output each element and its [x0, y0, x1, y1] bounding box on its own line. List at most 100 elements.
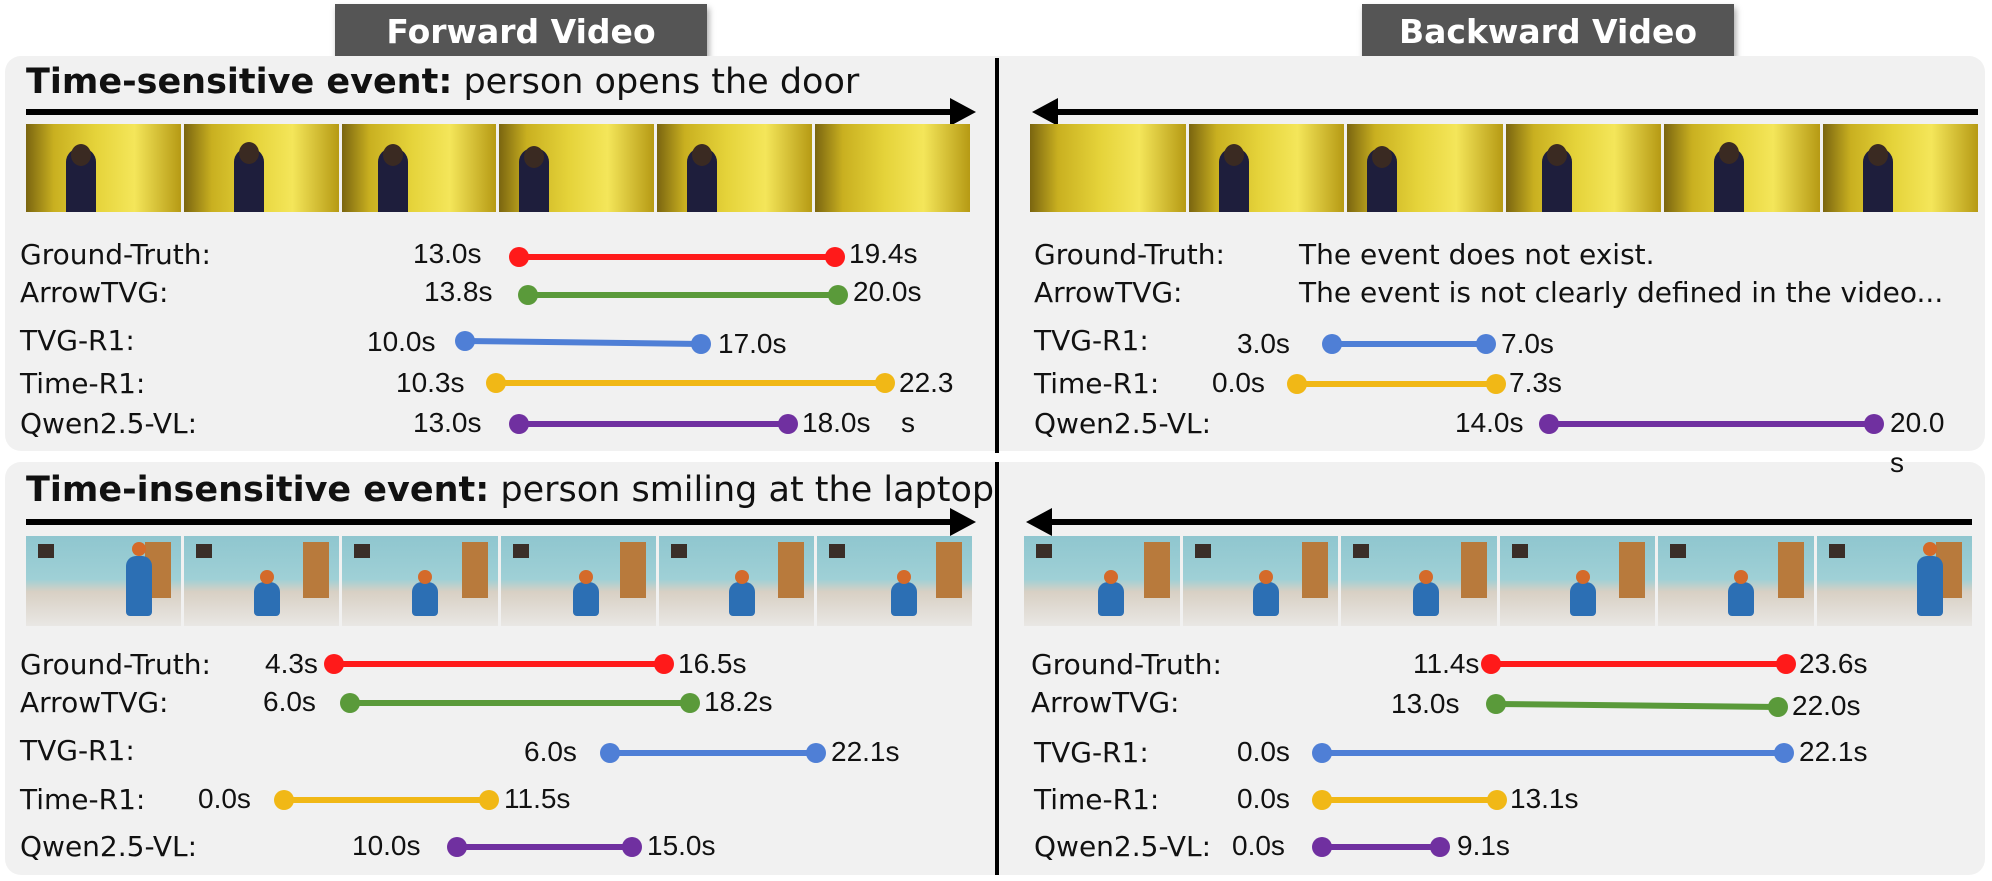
- time-r1-end-value: 11.5s: [504, 783, 571, 814]
- segment-time-r1: [1287, 374, 1506, 394]
- qwen-end-unit: s: [1890, 447, 1904, 478]
- time-r1-end-value: 7.3s: [1509, 367, 1562, 398]
- row-label-time-r1: Time-R1:: [20, 367, 146, 400]
- tvg-r1-end-value: 7.0s: [1501, 328, 1554, 359]
- video-frame: [499, 124, 655, 212]
- event-text: person opens the door: [452, 62, 860, 102]
- time-r1-start-value: 0.0s: [1237, 783, 1290, 814]
- row-label-qwen: Qwen2.5-VL:: [1034, 407, 1212, 440]
- time-r1-end-unit: s: [901, 407, 915, 438]
- row-label-time-r1: Time-R1:: [1034, 367, 1160, 400]
- tvg-r1-start-value: 6.0s: [524, 736, 577, 767]
- arrowtvg-start-value: 6.0s: [263, 686, 316, 717]
- gt-start-value: 4.3s: [265, 648, 318, 679]
- video-frame: [1816, 536, 1972, 626]
- gt-start-value: 13.0s: [413, 238, 482, 269]
- video-frame: [1024, 536, 1180, 626]
- frame-strip-forward-top: [26, 124, 970, 212]
- video-frame: [1664, 124, 1820, 212]
- qwen-start-value: 10.0s: [352, 830, 421, 861]
- row-label-tvg-r1: TVG-R1:: [20, 734, 135, 767]
- video-frame: [1499, 536, 1655, 626]
- segment-time-r1: [274, 790, 499, 810]
- qwen-end-value: 20.0: [1890, 407, 1945, 438]
- row-label-arrowtvg: ArrowTVG:: [1031, 686, 1180, 719]
- video-frame: [500, 536, 656, 626]
- gt-start-value: 11.4s: [1413, 648, 1480, 679]
- backward-arrow-bottom: [1026, 508, 1972, 536]
- divider-bottom: [995, 462, 999, 875]
- video-frame: [1822, 124, 1978, 212]
- video-frame: [1341, 536, 1497, 626]
- qwen-end-value: 15.0s: [647, 830, 716, 861]
- row-label-tvg-r1: TVG-R1:: [1034, 324, 1149, 357]
- segment-tvg-r1: [1322, 334, 1496, 354]
- segment-time-r1: [1312, 790, 1507, 810]
- arrowtvg-end-value: 22.0s: [1792, 690, 1861, 721]
- gt-end-value: 19.4s: [849, 238, 918, 269]
- video-frame: [1505, 124, 1661, 212]
- tvg-r1-start-value: 3.0s: [1237, 328, 1290, 359]
- event-title-time-insensitive: Time-insensitive event: person smiling a…: [26, 470, 994, 510]
- segment-tvg-r1: [600, 743, 826, 763]
- video-frame: [1188, 124, 1344, 212]
- segment-ground-truth: [324, 654, 674, 674]
- row-label-arrowtvg: ArrowTVG:: [1034, 276, 1183, 309]
- row-label-ground-truth: Ground-Truth:: [1031, 648, 1222, 681]
- frame-strip-forward-bottom: [26, 536, 972, 626]
- gt-end-value: 23.6s: [1799, 648, 1868, 679]
- row-label-time-r1: Time-R1:: [1034, 783, 1160, 816]
- segment-tvg-r1: [1312, 743, 1794, 763]
- event-text: person smiling at the laptop: [489, 470, 995, 510]
- segment-arrowtvg: [1486, 694, 1788, 717]
- row-label-tvg-r1: TVG-R1:: [1034, 736, 1149, 769]
- row-label-qwen: Qwen2.5-VL:: [20, 407, 198, 440]
- tvg-r1-end-value: 17.0s: [718, 328, 787, 359]
- row-label-ground-truth: Ground-Truth:: [20, 238, 211, 271]
- video-frame: [815, 124, 970, 212]
- qwen-end-value: 18.0s: [802, 407, 871, 438]
- time-r1-start-value: 0.0s: [198, 783, 251, 814]
- video-frame: [816, 536, 972, 626]
- segment-ground-truth: [1481, 654, 1796, 674]
- backward-video-header: Backward Video: [1362, 4, 1734, 58]
- frame-strip-backward-top: [1030, 124, 1978, 212]
- row-label-qwen: Qwen2.5-VL:: [1034, 830, 1212, 863]
- row-label-arrowtvg: ArrowTVG:: [20, 686, 169, 719]
- forward-arrow-bottom: [26, 508, 976, 536]
- video-frame: [342, 536, 498, 626]
- video-frame: [341, 124, 497, 212]
- tvg-r1-start-value: 0.0s: [1237, 736, 1290, 767]
- time-r1-start-value: 10.3s: [396, 367, 465, 398]
- video-frame: [26, 124, 181, 212]
- event-label: Time-insensitive event:: [26, 470, 490, 510]
- event-label: Time-sensitive event:: [26, 62, 453, 102]
- segment-qwen: [509, 414, 798, 434]
- tvg-r1-start-value: 10.0s: [367, 326, 436, 357]
- row-label-ground-truth: Ground-Truth:: [1034, 238, 1225, 271]
- video-frame: [26, 536, 182, 626]
- event-title-time-sensitive: Time-sensitive event: person opens the d…: [26, 62, 859, 102]
- segment-qwen: [1312, 837, 1450, 857]
- segment-arrowtvg: [518, 285, 848, 305]
- segment-qwen: [1539, 414, 1884, 434]
- gt-note: The event does not exist.: [1299, 238, 1655, 271]
- tvg-r1-end-value: 22.1s: [831, 736, 900, 767]
- row-label-tvg-r1: TVG-R1:: [20, 324, 135, 357]
- video-frame: [658, 536, 814, 626]
- arrowtvg-start-value: 13.8s: [424, 276, 493, 307]
- qwen-start-value: 13.0s: [413, 407, 482, 438]
- row-label-qwen: Qwen2.5-VL:: [20, 830, 198, 863]
- frame-strip-backward-bottom: [1024, 536, 1972, 626]
- arrowtvg-end-value: 18.2s: [704, 686, 773, 717]
- forward-arrow-top: [26, 98, 976, 126]
- segment-qwen: [447, 837, 642, 857]
- video-frame: [183, 124, 339, 212]
- arrowtvg-start-value: 13.0s: [1391, 688, 1460, 719]
- video-frame: [1347, 124, 1503, 212]
- qwen-start-value: 0.0s: [1232, 830, 1285, 861]
- row-label-time-r1: Time-R1:: [20, 783, 146, 816]
- segment-time-r1: [486, 373, 895, 393]
- gt-end-value: 16.5s: [678, 648, 747, 679]
